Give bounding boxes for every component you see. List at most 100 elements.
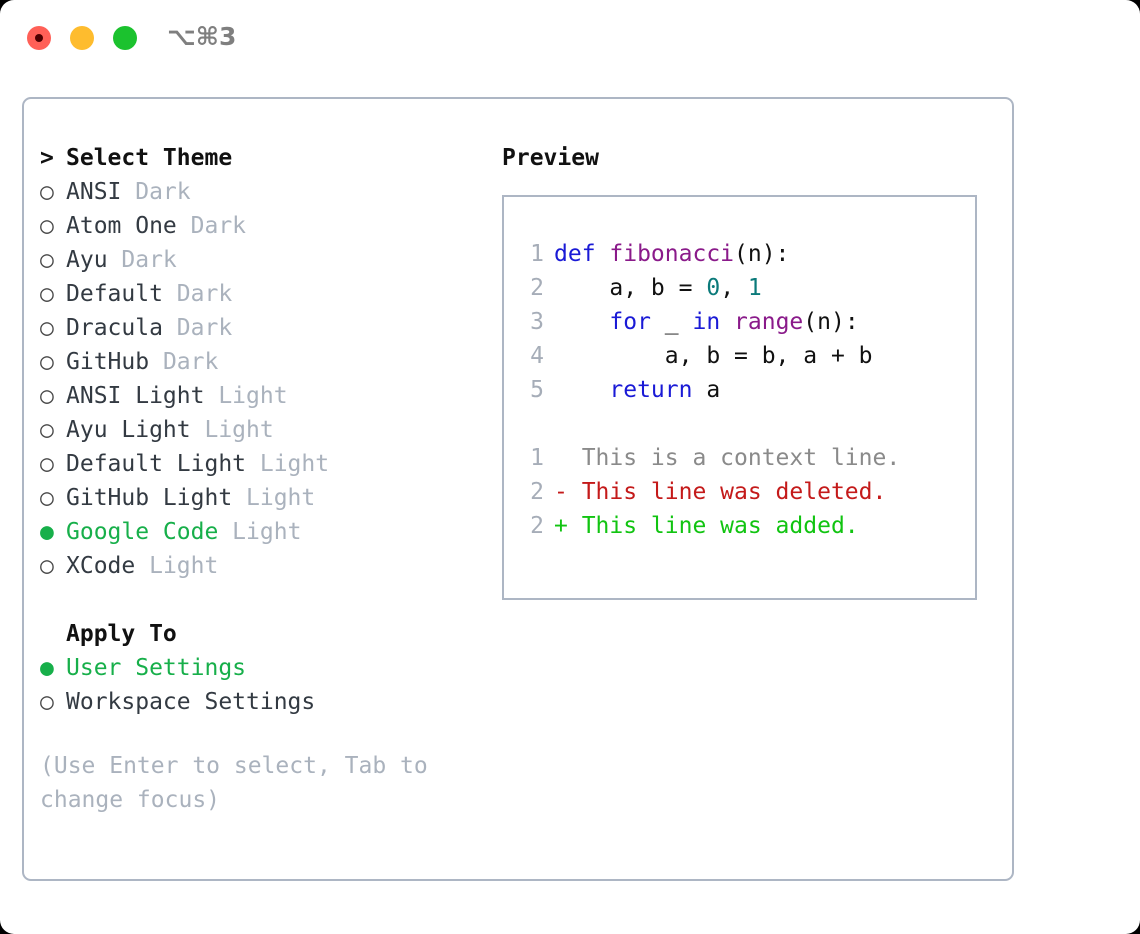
list-spacer xyxy=(40,583,480,617)
theme-name: Default xyxy=(66,281,163,307)
diff-line: 2- This line was deleted. xyxy=(504,475,975,509)
theme-variant-tag: Light xyxy=(204,383,288,409)
theme-variant-tag: Light xyxy=(246,451,330,477)
theme-list-item[interactable]: ○ Default Light Light xyxy=(40,447,480,481)
diff-text: - This line was deleted. xyxy=(554,479,887,505)
theme-picker-header-label: Select Theme xyxy=(66,145,233,171)
code-line: 4 a, b = b, a + b xyxy=(504,339,975,373)
theme-variant-tag: Light xyxy=(190,417,274,443)
apply-to-list: ● User Settings ○ Workspace Settings xyxy=(40,651,480,719)
radio-unselected-icon: ○ xyxy=(40,315,54,341)
theme-list-item[interactable]: ○ Atom One Dark xyxy=(40,209,480,243)
code-token: (n): xyxy=(803,309,859,335)
radio-unselected-icon: ○ xyxy=(40,213,54,239)
line-number: 1 xyxy=(530,241,544,267)
radio-unselected-icon: ○ xyxy=(40,553,54,579)
theme-list-item[interactable]: ○Dracula Dark xyxy=(40,311,480,345)
theme-list-item[interactable]: ● Google Code Light xyxy=(40,515,480,549)
theme-list: ○ANSI Dark○Atom One Dark○Ayu Dark○Defaul… xyxy=(40,175,480,583)
line-number: 2 xyxy=(530,275,544,301)
theme-variant-tag: Light xyxy=(135,553,219,579)
code-token: 1 xyxy=(747,275,762,301)
apply-to-item[interactable]: ○ Workspace Settings xyxy=(40,685,480,719)
title-bar: ⌥⌘3 xyxy=(0,0,1140,78)
theme-name: GitHub Light xyxy=(66,485,233,511)
code-token: a, b = xyxy=(554,275,707,301)
keyboard-hint-text: (Use Enter to select, Tab to change focu… xyxy=(40,753,428,813)
code-line: 3 for _ in range(n): xyxy=(504,305,975,339)
apply-to-label: User Settings xyxy=(66,655,247,681)
apply-to-label: Workspace Settings xyxy=(66,689,316,715)
theme-picker-column: >Select Theme ○ANSI Dark○Atom One Dark○A… xyxy=(40,141,480,817)
code-token: , xyxy=(720,275,748,301)
traffic-light-group xyxy=(27,26,137,50)
radio-unselected-icon: ○ xyxy=(40,383,54,409)
theme-list-item[interactable]: ○Ayu Dark xyxy=(40,243,480,277)
theme-picker-header: > Select Theme xyxy=(40,141,480,175)
theme-name: ANSI xyxy=(66,179,122,205)
code-token: return xyxy=(554,377,693,403)
radio-unselected-icon: ○ xyxy=(40,451,54,477)
code-line: 2 a, b = 0, 1 xyxy=(504,271,975,305)
dialog-panel: >Select Theme ○ANSI Dark○Atom One Dark○A… xyxy=(22,97,1014,881)
theme-list-item[interactable]: ○XCode Light xyxy=(40,549,480,583)
caret-icon: > xyxy=(40,145,54,171)
code-token: def xyxy=(554,241,610,267)
apply-to-header: >Apply To xyxy=(40,617,480,651)
theme-list-item[interactable]: ○Ayu Light Light xyxy=(40,413,480,447)
theme-list-item[interactable]: ○ GitHub Dark xyxy=(40,345,480,379)
theme-name: Default Light xyxy=(66,451,247,477)
theme-list-item[interactable]: ○ ANSI Dark xyxy=(40,175,480,209)
code-token: a, b = b, a + b xyxy=(554,343,873,369)
radio-selected-icon: ● xyxy=(40,655,54,681)
code-token: a xyxy=(692,377,721,403)
preview-gap xyxy=(504,407,975,441)
code-token: 0 xyxy=(706,275,721,301)
theme-variant-tag: Dark xyxy=(149,349,219,375)
apply-to-item[interactable]: ● User Settings xyxy=(40,651,480,685)
line-number: 3 xyxy=(530,309,544,335)
radio-unselected-icon: ○ xyxy=(40,179,54,205)
radio-selected-icon: ● xyxy=(40,519,54,545)
code-line: 5 return a xyxy=(504,373,975,407)
code-token: _ xyxy=(664,309,693,335)
theme-list-item[interactable]: ○ ANSI Light Light xyxy=(40,379,480,413)
code-token: (n): xyxy=(734,241,790,267)
line-number: 2 xyxy=(530,513,544,539)
theme-list-item[interactable]: ○GitHub Light Light xyxy=(40,481,480,515)
preview-title: Preview xyxy=(502,145,599,171)
diff-line: 2 + This line was added. xyxy=(504,509,975,543)
theme-name: GitHub xyxy=(66,349,150,375)
theme-variant-tag: Dark xyxy=(121,179,191,205)
radio-unselected-icon: ○ xyxy=(40,485,54,511)
theme-name: Atom One xyxy=(66,213,177,239)
line-number: 4 xyxy=(530,343,544,369)
theme-variant-tag: Dark xyxy=(176,213,247,239)
line-number: 5 xyxy=(530,377,544,403)
minimize-window-button[interactable] xyxy=(70,26,94,50)
radio-unselected-icon: ○ xyxy=(40,689,54,715)
theme-variant-tag: Dark xyxy=(162,281,233,307)
maximize-window-button[interactable] xyxy=(113,26,137,50)
apply-to-caret-placeholder: > xyxy=(40,617,66,651)
diff-sample-block: 1 This is a context line.2- This line wa… xyxy=(504,441,975,543)
theme-name: Ayu xyxy=(66,247,108,273)
theme-variant-tag: Light xyxy=(218,519,302,545)
theme-list-item[interactable]: ○Default Dark xyxy=(40,277,480,311)
code-token: for xyxy=(554,309,665,335)
close-window-button[interactable] xyxy=(27,26,51,50)
radio-unselected-icon: ○ xyxy=(40,349,54,375)
theme-name: Google Code xyxy=(66,519,219,545)
code-token: in xyxy=(692,309,735,335)
theme-name: ANSI Light xyxy=(66,383,205,409)
diff-text: + This line was added. xyxy=(554,513,859,539)
code-token: range xyxy=(734,309,804,335)
line-number: 1 xyxy=(530,445,544,471)
apply-to-header-label: Apply To xyxy=(66,621,177,647)
theme-variant-tag: Dark xyxy=(107,247,177,273)
